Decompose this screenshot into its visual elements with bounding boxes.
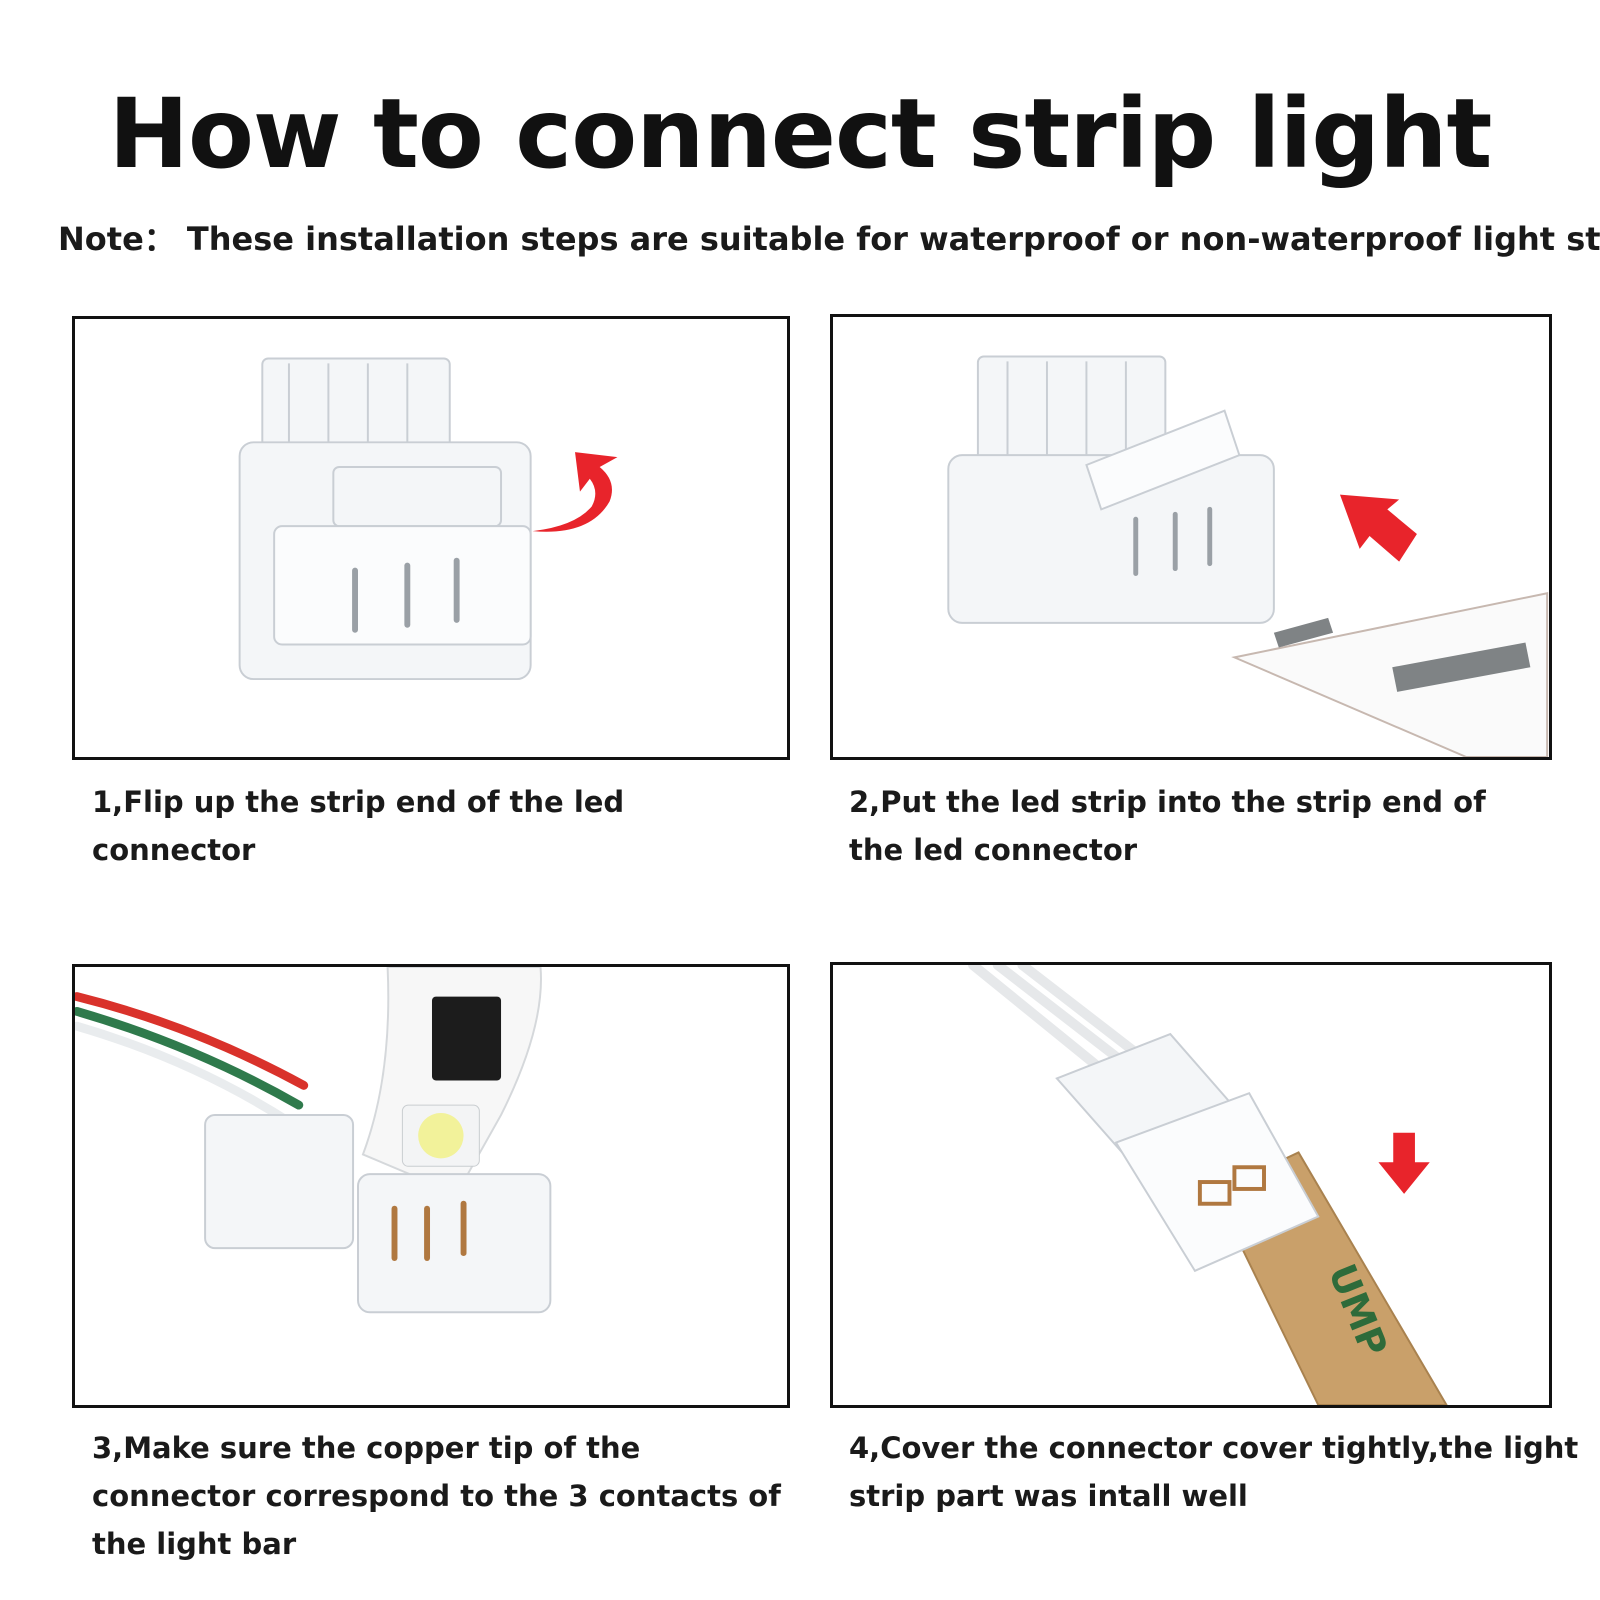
installation-note: Note： These installation steps are suita… [58, 220, 1600, 258]
strip-insert-icon [947, 355, 1549, 757]
flip-arrow-icon [532, 452, 618, 532]
connector-lid-open-icon [238, 357, 618, 681]
step-2-image [830, 314, 1552, 760]
copper-tip-contacts-icon [75, 967, 552, 1314]
step-1-image [72, 316, 790, 760]
step-3-image [72, 964, 790, 1408]
step-4-caption: 4,Cover the connector cover tightly,the … [849, 1431, 1579, 1513]
step-4-image: UMP [830, 962, 1552, 1408]
step-1-caption: 1,Flip up the strip end of the led conne… [92, 785, 625, 867]
step-3-caption: 3,Make sure the copper tip of the connec… [92, 1431, 781, 1561]
connector-closed-icon: UMP [968, 965, 1448, 1405]
page-title: How to connect strip light [108, 78, 1493, 190]
press-down-arrow-icon [1378, 1132, 1430, 1194]
insert-arrow-icon [1339, 494, 1417, 562]
step-2-caption: 2,Put the led strip into the strip end o… [849, 785, 1486, 867]
